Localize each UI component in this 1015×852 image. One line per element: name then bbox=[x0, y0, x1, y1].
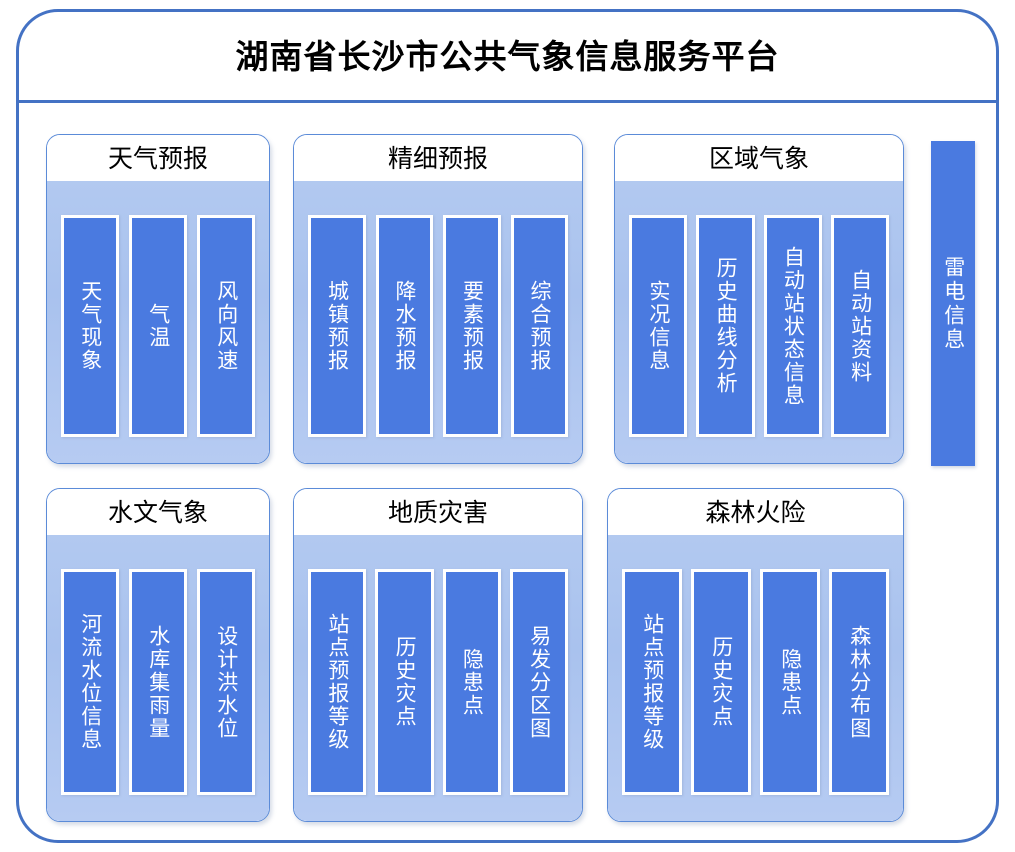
item-label: 易发分区图 bbox=[527, 624, 552, 740]
panel-forest-fire-risk[interactable]: 森林火险 站点预报等级 历史灾点 隐患点 森林分布图 bbox=[607, 488, 904, 822]
item-design-flood-level[interactable]: 设计洪水位 bbox=[197, 569, 255, 795]
item-comprehensive-forecast[interactable]: 综合预报 bbox=[510, 215, 568, 437]
page-title: 湖南省长沙市公共气象信息服务平台 bbox=[235, 36, 780, 76]
item-label: 降水预报 bbox=[393, 280, 418, 372]
item-wind-direction-speed[interactable]: 风向风速 bbox=[197, 215, 255, 437]
item-temperature[interactable]: 气温 bbox=[129, 215, 187, 437]
item-hidden-danger-points[interactable]: 隐患点 bbox=[760, 569, 820, 795]
panel-geological-hazard[interactable]: 地质灾害 站点预报等级 历史灾点 隐患点 易发分区图 bbox=[293, 488, 583, 822]
items-row: 站点预报等级 历史灾点 隐患点 易发分区图 bbox=[294, 535, 582, 821]
panel-hydro-meteorology[interactable]: 水文气象 河流水位信息 水库集雨量 设计洪水位 bbox=[46, 488, 270, 822]
item-label: 历史灾点 bbox=[393, 636, 418, 728]
platform-title-bar: 湖南省长沙市公共气象信息服务平台 bbox=[19, 12, 996, 103]
items-row: 城镇预报 降水预报 要素预报 综合预报 bbox=[294, 181, 582, 463]
item-label: 森林分布图 bbox=[847, 624, 872, 740]
item-label: 城镇预报 bbox=[325, 280, 350, 372]
item-station-forecast-level[interactable]: 站点预报等级 bbox=[622, 569, 682, 795]
panel-title: 水文气象 bbox=[107, 497, 208, 527]
item-historical-disaster-points[interactable]: 历史灾点 bbox=[691, 569, 751, 795]
item-label: 综合预报 bbox=[528, 280, 553, 372]
item-hidden-danger-points[interactable]: 隐患点 bbox=[442, 569, 501, 795]
item-label: 隐患点 bbox=[460, 647, 485, 717]
panel-body-hydro-meteorology: 河流水位信息 水库集雨量 设计洪水位 bbox=[47, 535, 269, 821]
item-town-forecast[interactable]: 城镇预报 bbox=[308, 215, 366, 437]
panel-body-forest-fire-risk: 站点预报等级 历史灾点 隐患点 森林分布图 bbox=[608, 535, 903, 821]
side-module-lightning-information[interactable]: 雷电信息 bbox=[931, 141, 975, 466]
item-label: 历史曲线分析 bbox=[714, 257, 739, 395]
items-row: 实况信息 历史曲线分析 自动站状态信息 自动站资料 bbox=[615, 181, 903, 463]
panel-header-weather-forecast: 天气预报 bbox=[47, 135, 269, 181]
item-label: 历史灾点 bbox=[709, 636, 734, 728]
item-precipitation-forecast[interactable]: 降水预报 bbox=[375, 215, 433, 437]
modules-container: 天气预报 天气现象 气温 风向风速 精细预报 bbox=[19, 103, 996, 840]
panel-body-regional-meteorology: 实况信息 历史曲线分析 自动站状态信息 自动站资料 bbox=[615, 181, 903, 463]
platform-frame: 湖南省长沙市公共气象信息服务平台 天气预报 天气现象 气温 风向风速 bbox=[16, 9, 999, 843]
item-label: 要素预报 bbox=[460, 280, 485, 372]
item-label: 天气现象 bbox=[78, 280, 103, 372]
item-label: 设计洪水位 bbox=[214, 624, 239, 740]
items-row: 天气现象 气温 风向风速 bbox=[47, 181, 269, 463]
items-row: 河流水位信息 水库集雨量 设计洪水位 bbox=[47, 535, 269, 821]
item-station-forecast-level[interactable]: 站点预报等级 bbox=[308, 569, 367, 795]
item-label: 隐患点 bbox=[778, 647, 803, 717]
item-element-forecast[interactable]: 要素预报 bbox=[443, 215, 501, 437]
item-label: 站点预报等级 bbox=[325, 613, 350, 751]
panel-title: 天气预报 bbox=[107, 143, 208, 173]
item-label: 实况信息 bbox=[646, 280, 671, 372]
item-label: 站点预报等级 bbox=[640, 613, 665, 751]
item-weather-phenomenon[interactable]: 天气现象 bbox=[61, 215, 119, 437]
panel-title: 森林火险 bbox=[705, 497, 806, 527]
panel-header-fine-forecast: 精细预报 bbox=[294, 135, 582, 181]
item-station-data[interactable]: 自动站资料 bbox=[830, 215, 889, 437]
item-station-status-information[interactable]: 自动站状态信息 bbox=[763, 215, 822, 437]
panel-header-hydro-meteorology: 水文气象 bbox=[47, 489, 269, 535]
item-reservoir-rainfall[interactable]: 水库集雨量 bbox=[129, 569, 187, 795]
panel-title: 区域气象 bbox=[708, 143, 809, 173]
item-historical-curve-analysis[interactable]: 历史曲线分析 bbox=[696, 215, 755, 437]
item-prone-zoning-map[interactable]: 易发分区图 bbox=[509, 569, 568, 795]
panel-header-regional-meteorology: 区域气象 bbox=[615, 135, 903, 181]
item-label: 自动站状态信息 bbox=[781, 245, 806, 407]
item-label: 气温 bbox=[146, 303, 171, 349]
item-forest-distribution-map[interactable]: 森林分布图 bbox=[829, 569, 889, 795]
panel-body-geological-hazard: 站点预报等级 历史灾点 隐患点 易发分区图 bbox=[294, 535, 582, 821]
panel-fine-forecast[interactable]: 精细预报 城镇预报 降水预报 要素预报 综合预报 bbox=[293, 134, 583, 464]
panel-body-weather-forecast: 天气现象 气温 风向风速 bbox=[47, 181, 269, 463]
panel-title: 地质灾害 bbox=[387, 497, 488, 527]
item-label: 风向风速 bbox=[214, 280, 239, 372]
item-label: 自动站资料 bbox=[848, 268, 873, 384]
item-live-information[interactable]: 实况信息 bbox=[629, 215, 688, 437]
item-label: 河流水位信息 bbox=[78, 613, 103, 751]
items-row: 站点预报等级 历史灾点 隐患点 森林分布图 bbox=[608, 535, 903, 821]
item-river-water-level-information[interactable]: 河流水位信息 bbox=[61, 569, 119, 795]
panel-regional-meteorology[interactable]: 区域气象 实况信息 历史曲线分析 自动站状态信息 自动站资料 bbox=[614, 134, 904, 464]
panel-body-fine-forecast: 城镇预报 降水预报 要素预报 综合预报 bbox=[294, 181, 582, 463]
panel-title: 精细预报 bbox=[387, 143, 488, 173]
panel-weather-forecast[interactable]: 天气预报 天气现象 气温 风向风速 bbox=[46, 134, 270, 464]
side-module-label: 雷电信息 bbox=[941, 255, 966, 352]
item-historical-disaster-points[interactable]: 历史灾点 bbox=[375, 569, 434, 795]
panel-header-geological-hazard: 地质灾害 bbox=[294, 489, 582, 535]
panel-header-forest-fire-risk: 森林火险 bbox=[608, 489, 903, 535]
item-label: 水库集雨量 bbox=[146, 624, 171, 740]
